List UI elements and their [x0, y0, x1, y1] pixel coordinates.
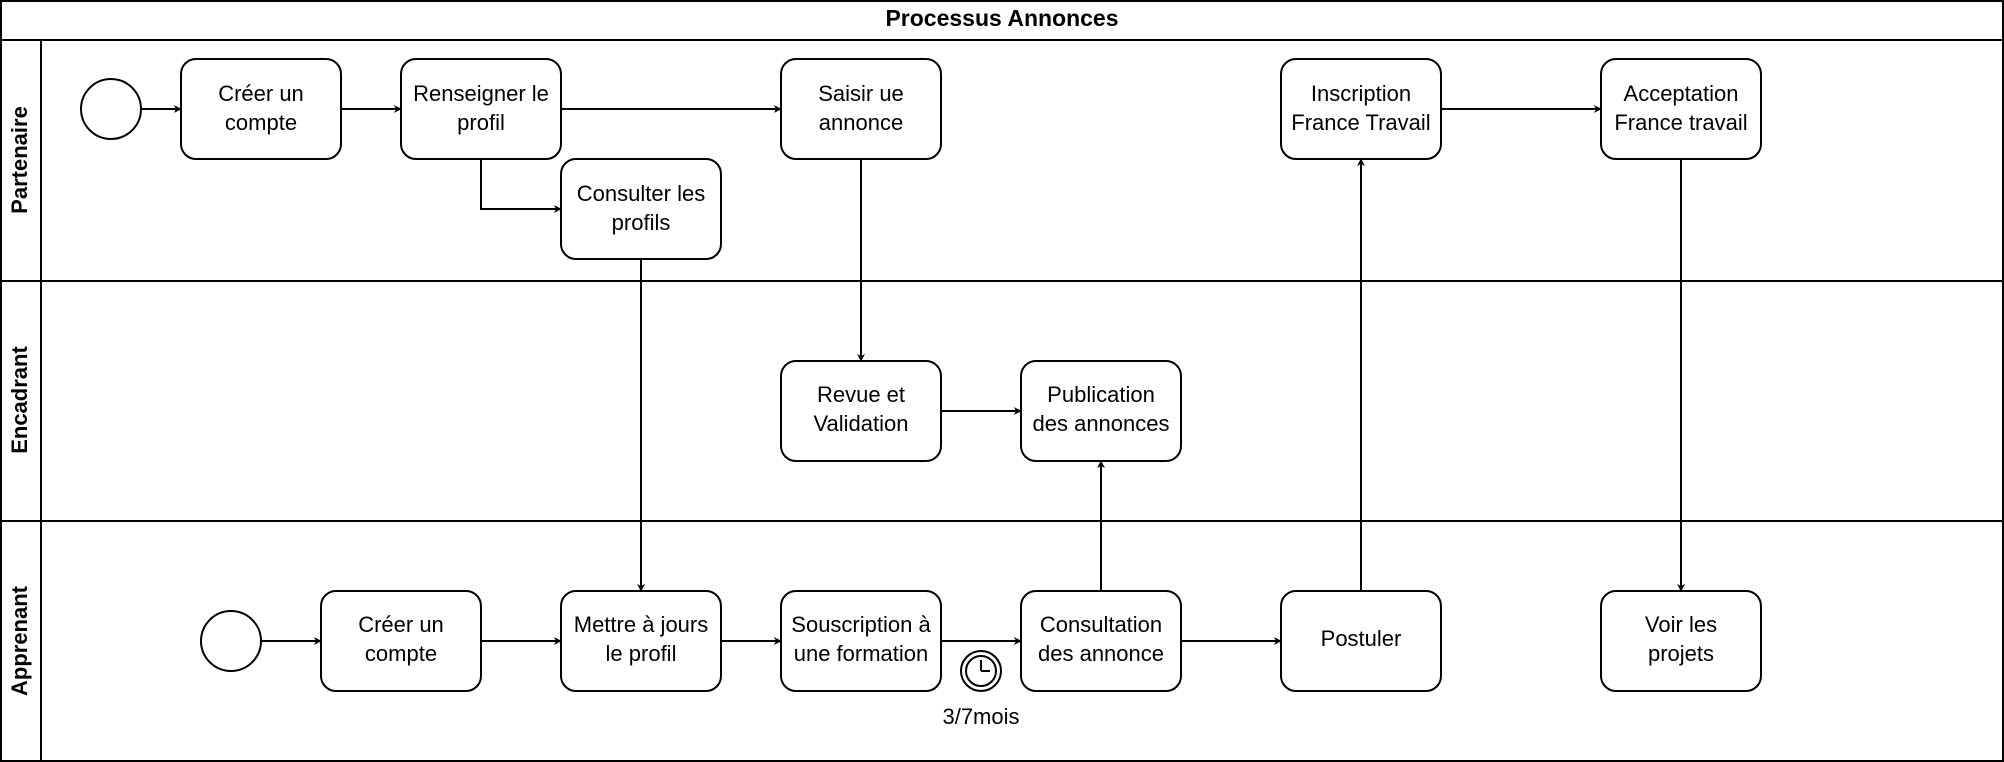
timer-label: 3/7mois: [942, 704, 1019, 729]
task-label-line: Postuler: [1321, 626, 1402, 651]
task-label-line: France travail: [1614, 110, 1747, 135]
task-a-creer-compte: Créer un compte: [320, 590, 482, 692]
task-label-line: des annonce: [1038, 641, 1164, 666]
task-label-line: France Travail: [1291, 110, 1430, 135]
task-p-acceptation-france-travail: Acceptation France travail: [1600, 58, 1762, 160]
task-label-line: des annonces: [1033, 411, 1170, 436]
task-label-line: projets: [1648, 641, 1714, 666]
task-a-souscription-formation: Souscription à une formation: [780, 590, 942, 692]
lane-encadrant: Encadrant: [1, 346, 2003, 522]
timer-event: 3/7mois: [942, 650, 1020, 729]
task-label-line: Inscription: [1311, 81, 1411, 106]
task-label-line: profils: [612, 210, 671, 235]
start-event-apprenant: [200, 610, 262, 672]
task-label-line: Validation: [814, 411, 909, 436]
task-p-renseigner-profil: Renseigner le profil: [400, 58, 562, 160]
task-p-creer-compte: Créer un compte: [180, 58, 342, 160]
task-label-line: compte: [365, 641, 437, 666]
task-label-line: Saisir ue: [818, 81, 904, 106]
task-a-consultation-annonce: Consultation des annonce: [1020, 590, 1182, 692]
task-a-voir-projets: Voir les projets: [1600, 590, 1762, 692]
start-event-partenaire: [80, 78, 142, 140]
task-p-consulter-profils: Consulter les profils: [560, 158, 722, 260]
task-label-line: une formation: [794, 641, 929, 666]
task-e-revue-validation: Revue et Validation: [780, 360, 942, 462]
task-p-inscription-france-travail: Inscription France Travail: [1280, 58, 1442, 160]
task-p-saisir-annonce: Saisir ue annonce: [780, 58, 942, 160]
task-a-mettre-a-jour-profil: Mettre à jours le profil: [560, 590, 722, 692]
task-label-line: Souscription à: [791, 612, 931, 637]
lane-label-partenaire: Partenaire: [7, 106, 32, 214]
lane-label-encadrant: Encadrant: [7, 346, 32, 454]
task-label-line: profil: [457, 110, 505, 135]
task-label-line: annonce: [819, 110, 903, 135]
task-label-line: le profil: [606, 641, 677, 666]
task-label-line: Créer un: [358, 612, 444, 637]
lane-apprenant: Apprenant: [7, 585, 32, 696]
task-label-line: Publication: [1047, 382, 1155, 407]
task-label-line: Consultation: [1040, 612, 1162, 637]
task-label-line: Consulter les: [577, 181, 705, 206]
flow-p-renseigner-to-consulter: [480, 159, 562, 213]
task-label-line: Voir les: [1645, 612, 1717, 637]
task-label-line: Revue et: [817, 382, 905, 407]
task-e-publication-annonces: Publication des annonces: [1020, 360, 1182, 462]
lane-label-apprenant: Apprenant: [7, 585, 32, 696]
clock-icon: [960, 650, 1002, 692]
lane-partenaire: Partenaire: [1, 40, 2003, 761]
task-label-line: Renseigner le: [413, 81, 549, 106]
task-label-line: Mettre à jours: [574, 612, 709, 637]
task-label-line: Créer un: [218, 81, 304, 106]
pool-title: Processus Annonces: [885, 5, 1118, 31]
task-label-line: Acceptation: [1624, 81, 1739, 106]
task-a-postuler: Postuler: [1280, 590, 1442, 692]
task-label-line: compte: [225, 110, 297, 135]
flows: [141, 105, 1685, 645]
